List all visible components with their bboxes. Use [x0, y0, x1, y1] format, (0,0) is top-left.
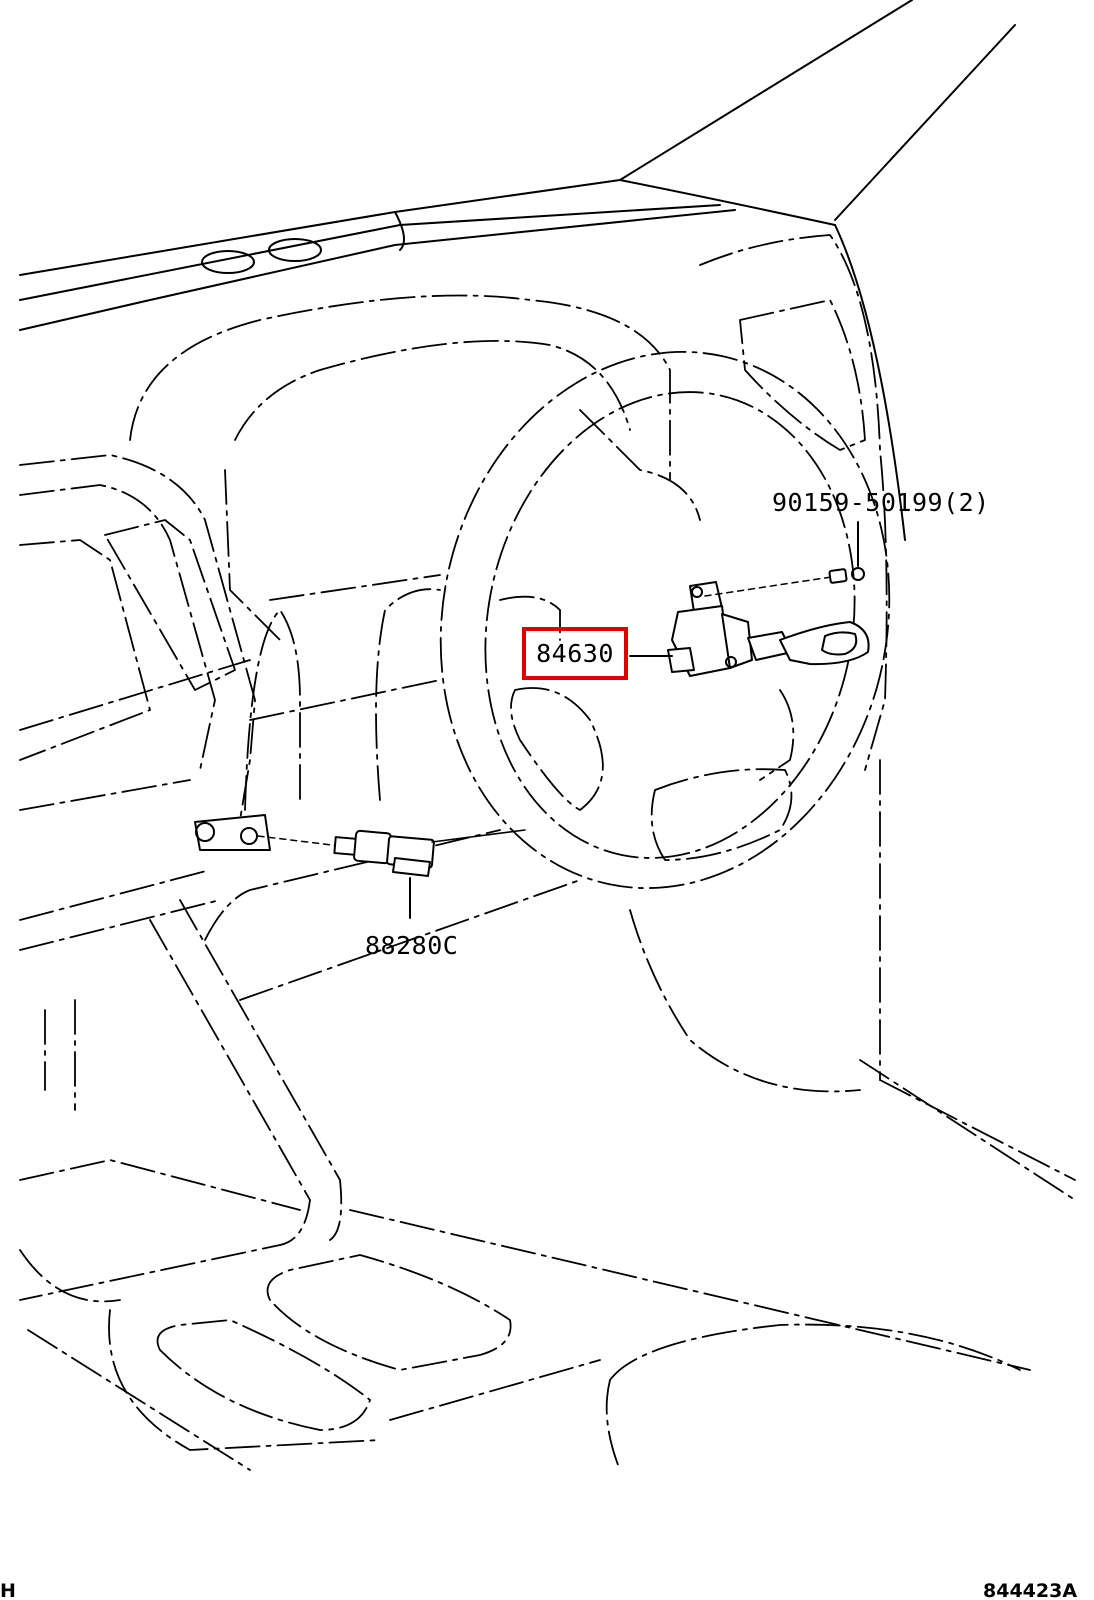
- windshield-outline: [619, 0, 1016, 541]
- right-door-trim: [699, 234, 1076, 1201]
- center-console: [19, 899, 1031, 1471]
- callout-label-84630: 84630: [536, 639, 614, 668]
- steering-wheel: [439, 350, 891, 890]
- dashboard-top: [19, 179, 736, 331]
- meter-hood: [129, 294, 671, 641]
- pedal-bracket: [194, 814, 271, 851]
- stop-lamp-switch-part: [257, 829, 526, 919]
- turn-signal-switch-part: [629, 521, 870, 677]
- footer-left-mark: H: [0, 1580, 16, 1600]
- callout-label-88280C[interactable]: 88280C: [365, 931, 458, 960]
- callout-label-90159-50199[interactable]: 90159-50199(2): [772, 488, 990, 517]
- column-cover: [204, 574, 581, 1001]
- callout-highlight-box: [522, 627, 628, 680]
- illustration-code: 844423A: [983, 1580, 1077, 1600]
- left-cluster-bezel: [19, 454, 256, 951]
- callout-84630[interactable]: 84630: [522, 627, 628, 680]
